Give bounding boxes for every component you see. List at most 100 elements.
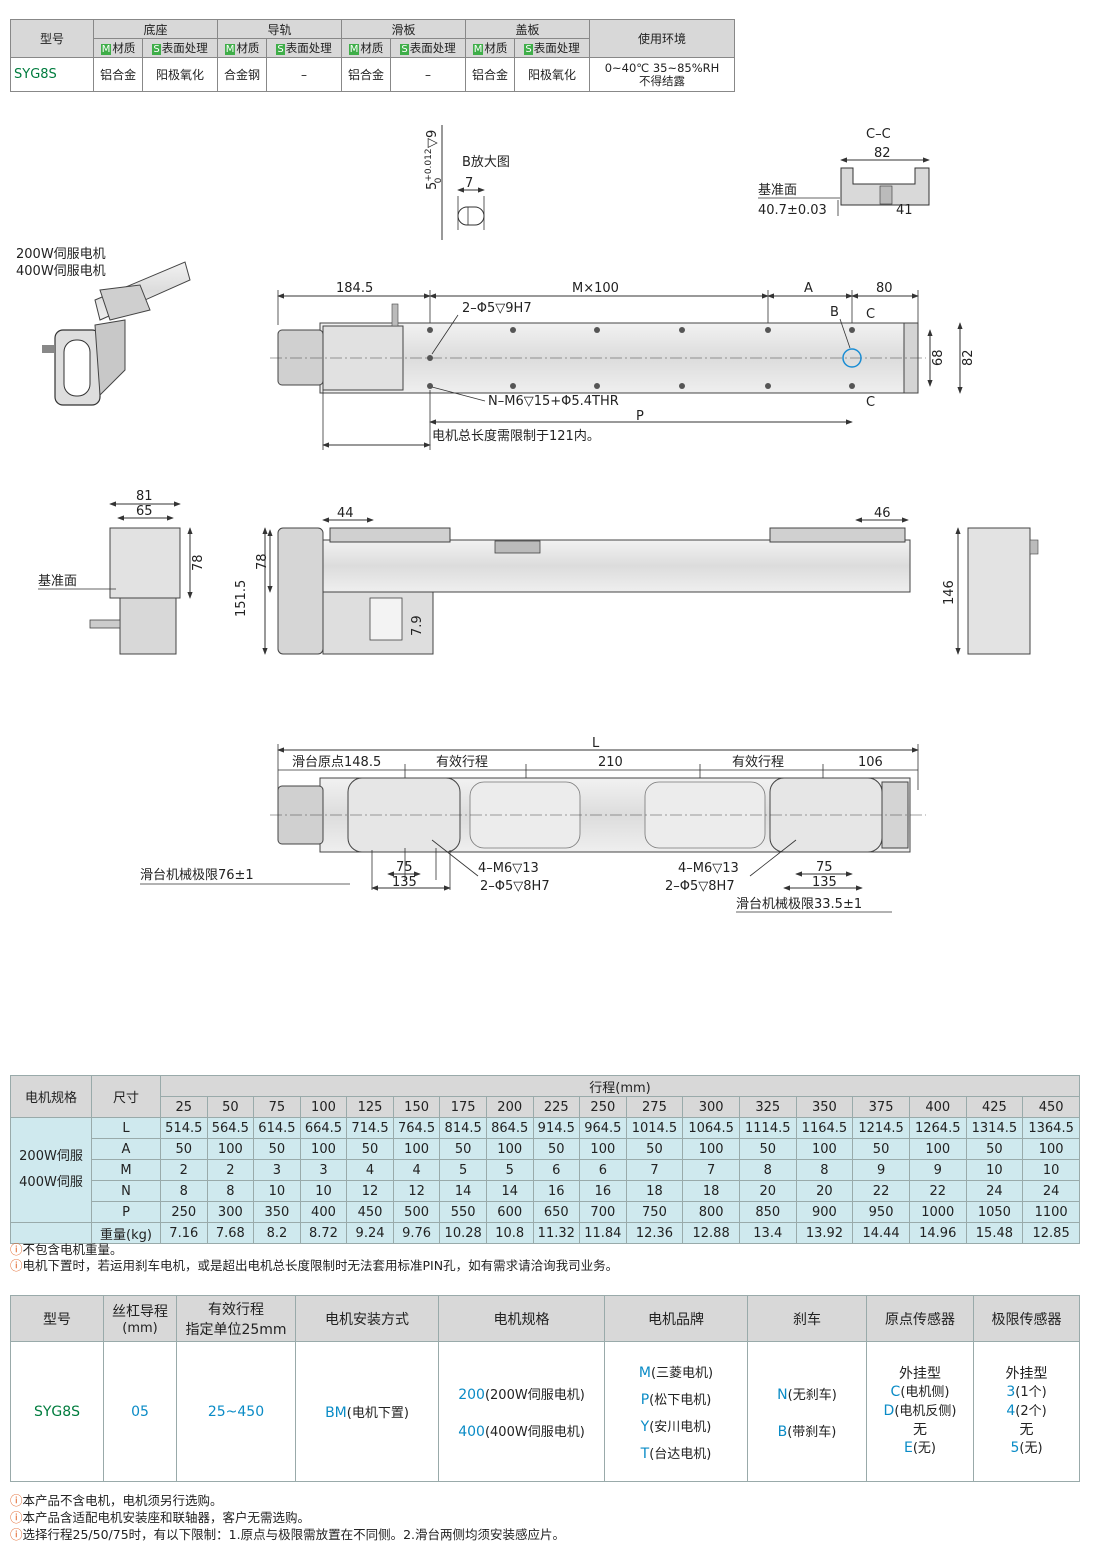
dim-cell: 16 [532,1180,581,1202]
cc-section-view: C–C 82 基准面 40.7±0.03 41 [758,127,930,218]
dim-cell: 22 [908,1180,967,1202]
dim-cell: 12 [392,1180,441,1202]
b-detail-view: B放大图 7 5+0.0120 ▽9 [424,125,510,240]
motor-length-note: 电机总长度需限制于121内。 [432,428,600,444]
dim-80: 80 [876,281,893,296]
dim-cell: 864.5 [485,1117,534,1139]
order-stroke: 25~450 [176,1341,296,1482]
dim-cell: 6 [532,1159,581,1181]
order-note-3: ⓘ选择行程25/50/75时，有以下限制：1.原点与极限需放置在不同侧。2.滑台… [10,1527,566,1542]
dim-cell: 250 [160,1201,208,1223]
order-note-2: ⓘ本产品含适配电机安装座和联轴器，客户无需选购。 [10,1510,311,1525]
dim-7-9: 7.9 [410,615,425,636]
dim-m100: M×100 [572,281,619,296]
cc-title: C–C [866,127,891,142]
isometric-view: 200W伺服电机 400W伺服电机 [16,247,191,406]
order-h-brake: 刹车 [747,1295,867,1342]
dim-cell: 100 [795,1138,854,1160]
stroke-col-header: 425 [965,1096,1024,1118]
dim-l: L [592,736,600,751]
dim-146: 146 [942,580,957,605]
side-ref: 基准面 [38,574,77,589]
dim-210: 210 [598,755,623,770]
dim-cell: 100 [299,1138,348,1160]
label-c-bottom: C [866,395,875,410]
spec-cell: 合金钢 [216,57,268,92]
tap-spec: N–M6▽15+Φ5.4THR [488,394,619,409]
stroke-col-header: 175 [439,1096,487,1118]
dim-65: 65 [136,504,153,519]
dim-cell: 14 [485,1180,534,1202]
dim-note-2: ⓘ电机下置时，若运用刹车电机，或是超出电机总长度限制时无法套用标准PIN孔，如有… [10,1258,619,1273]
stroke-col-header: 75 [253,1096,301,1118]
stroke-col-header: 50 [206,1096,255,1118]
top-view: 184.5 M×100 A 80 B C C 2–Φ5▽9H7 N–M6▽15+… [270,281,976,450]
dim-cell: 13.92 [795,1222,854,1244]
dim-78-left: 78 [191,554,206,571]
right-end-view: 146 [942,527,1039,655]
order-table: 型号 丝杠导程(mm) 有效行程指定单位25mm 电机安装方式 电机规格 电机品… [10,1295,1080,1482]
pin-spec: 2–Φ5▽9H7 [462,301,532,316]
dim-cell: 7 [682,1159,740,1181]
dim-row-label: N [91,1180,161,1202]
dim-note-1: ⓘ不包含电机重量。 [10,1242,123,1257]
header-rail: 导轨 [216,19,342,39]
spec-cell: – [266,57,342,92]
motor-label-1: 200W伺服电机 [16,247,106,262]
dim-cell: 16 [579,1180,627,1202]
dim-cell: 18 [682,1180,740,1202]
order-origin-sensor: 外挂型 C(电机侧) D(电机反侧) 无 E(无) [866,1341,974,1482]
dim-cell: 1050 [965,1201,1024,1223]
dim-cell: 700 [579,1201,627,1223]
dim-cell: 1364.5 [1022,1117,1080,1139]
dim-cell: 10 [1022,1159,1080,1181]
header-base: 底座 [93,19,218,39]
dim-cell: 22 [852,1180,910,1202]
dim-cell: 100 [206,1138,255,1160]
label-c-top: C [866,307,875,322]
stroke-col-header: 225 [532,1096,581,1118]
spec-cell: 铝合金 [92,57,144,92]
dim-cell: 100 [908,1138,967,1160]
dim-cell: 9 [852,1159,910,1181]
b-view-label: B放大图 [462,155,510,170]
origin-label: 滑台原点148.5 [292,755,381,770]
dim-cell: 15.48 [965,1222,1024,1244]
order-brand: M(三菱电机) P(松下电机) Y(安川电机) T(台达电机) [604,1341,748,1482]
order-spec: 200(200W伺服电机) 400(400W伺服电机) [438,1341,605,1482]
dim-cell: 14 [439,1180,487,1202]
dim-184-5: 184.5 [336,281,373,296]
order-h-stroke: 有效行程指定单位25mm [176,1295,296,1342]
stroke-col-header: 350 [795,1096,854,1118]
dim-row-label: A [91,1138,161,1160]
dim-cell: 814.5 [439,1117,487,1139]
cc-height: 40.7±0.03 [758,203,827,218]
header-model: 型号 [10,19,94,58]
dim-cell: 750 [625,1201,684,1223]
spec-cell: 铝合金 [464,57,516,92]
dim-cell: 664.5 [299,1117,348,1139]
dim-78-side: 78 [255,553,270,570]
stroke-col-header: 250 [579,1096,627,1118]
dim-cell: 8 [738,1159,797,1181]
dim-cell: 1100 [1022,1201,1080,1223]
dim-135-left: 135 [392,875,417,890]
dim-cell: 12 [346,1180,394,1202]
dim-cell: 1014.5 [625,1117,684,1139]
dim-135-right: 135 [812,875,837,890]
order-h-limit: 极限传感器 [973,1295,1080,1342]
dim-cell: 614.5 [253,1117,301,1139]
dim-cell: 50 [738,1138,797,1160]
header-motor-spec: 电机规格 [10,1075,92,1118]
dim-row-label: M [91,1159,161,1181]
dim-cell: 650 [532,1201,581,1223]
dim-82: 82 [961,349,976,366]
